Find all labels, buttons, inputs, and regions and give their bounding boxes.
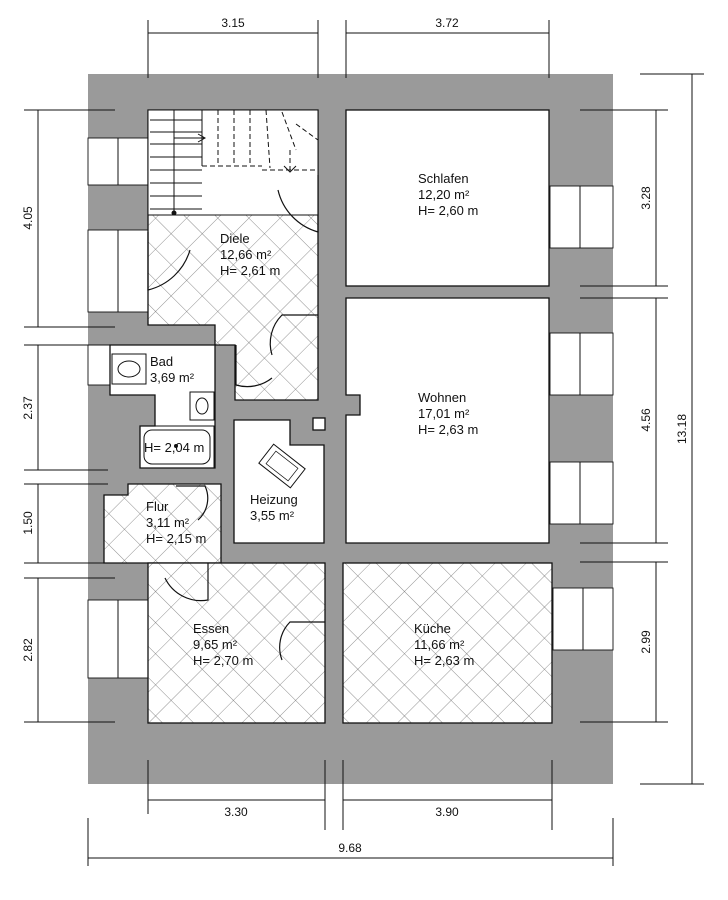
dim-right-2: 4.56 bbox=[639, 408, 653, 432]
label-essen: Essen 9,65 m² H= 2,70 m bbox=[193, 621, 253, 668]
dim-left-1: 4.05 bbox=[21, 206, 35, 230]
label-kueche: Küche 11,66 m² H= 2,63 m bbox=[414, 621, 474, 668]
boiler bbox=[258, 443, 306, 489]
staircase bbox=[147, 109, 319, 216]
doors bbox=[147, 175, 325, 661]
dim-top-2: 3.72 bbox=[435, 16, 459, 30]
dim-top-1: 3.15 bbox=[221, 16, 245, 30]
dimension-lines bbox=[24, 20, 704, 866]
windows-left bbox=[87, 137, 149, 679]
label-flur: Flur 3,11 m² H= 2,15 m bbox=[146, 499, 206, 546]
label-heizung: Heizung 3,55 m² bbox=[250, 492, 301, 523]
dim-bottom-total: 9.68 bbox=[338, 841, 362, 855]
label-diele: Diele 12,66 m² H= 2,61 m bbox=[220, 231, 280, 278]
room-heizung bbox=[233, 419, 325, 544]
label-schlafen: Schlafen 12,20 m² H= 2,60 m bbox=[418, 171, 478, 218]
dim-bottom-2: 3.90 bbox=[435, 805, 459, 819]
room-kueche bbox=[342, 562, 553, 724]
windows-right bbox=[549, 185, 614, 651]
dim-right-3: 2.99 bbox=[639, 630, 653, 654]
room-essen bbox=[147, 562, 326, 724]
dim-bottom-1: 3.30 bbox=[224, 805, 248, 819]
bathroom-fixtures bbox=[111, 353, 215, 469]
label-wohnen: Wohnen 17,01 m² H= 2,63 m bbox=[418, 390, 478, 437]
dim-left-3: 1.50 bbox=[21, 511, 35, 535]
dimension-labels: 3.15 3.72 3.30 3.90 9.68 4.05 2.37 1.50 … bbox=[21, 16, 689, 855]
room-labels: Diele 12,66 m² H= 2,61 m Schlafen 12,20 … bbox=[144, 171, 478, 668]
label-bad-height: H= 2,04 m bbox=[144, 440, 204, 455]
shaft bbox=[312, 417, 326, 431]
dim-left-4: 2.82 bbox=[21, 638, 35, 662]
dim-right-1: 3.28 bbox=[639, 186, 653, 210]
room-wohnen bbox=[345, 297, 550, 544]
room-schlafen bbox=[345, 109, 550, 287]
dim-left-2: 2.37 bbox=[21, 396, 35, 420]
label-bad: Bad 3,69 m² bbox=[150, 354, 195, 385]
dim-right-total: 13.18 bbox=[675, 414, 689, 444]
